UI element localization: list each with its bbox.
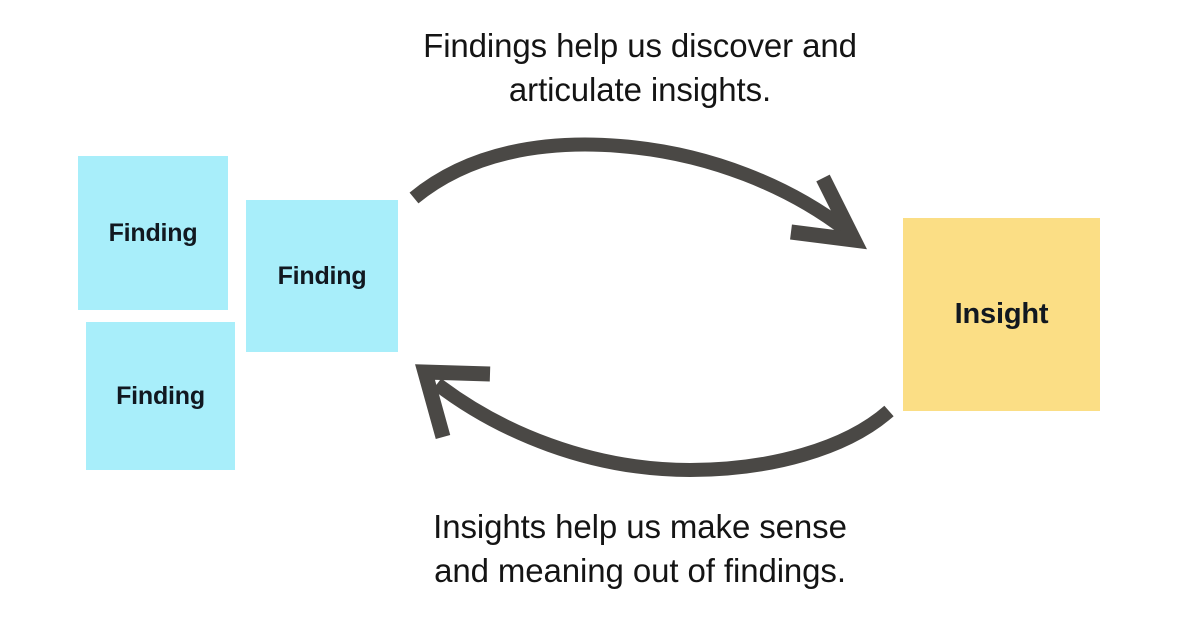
insight-note-label: Insight — [954, 298, 1049, 330]
finding-note-1-label: Finding — [108, 218, 198, 247]
bottom-caption: Insights help us make sense and meaning … — [433, 508, 847, 589]
finding-note-2-label: Finding — [277, 261, 367, 290]
finding-note-2[interactable]: Finding — [246, 200, 398, 352]
insight-note[interactable]: Insight — [903, 218, 1100, 411]
insight-to-findings-arrow — [415, 364, 894, 478]
finding-note-1[interactable]: Finding — [78, 156, 228, 310]
findings-to-insight-arrow — [409, 137, 867, 250]
insight-to-findings-arrowhead — [415, 364, 491, 440]
finding-note-3-label: Finding — [116, 381, 205, 410]
findings-to-insight-arrowhead — [790, 174, 867, 250]
insight-to-findings-arrow-shaft — [432, 378, 894, 478]
top-caption: Findings help us discover and articulate… — [423, 27, 857, 108]
finding-note-3[interactable]: Finding — [86, 322, 235, 470]
findings-to-insight-arrow-shaft — [409, 137, 851, 236]
